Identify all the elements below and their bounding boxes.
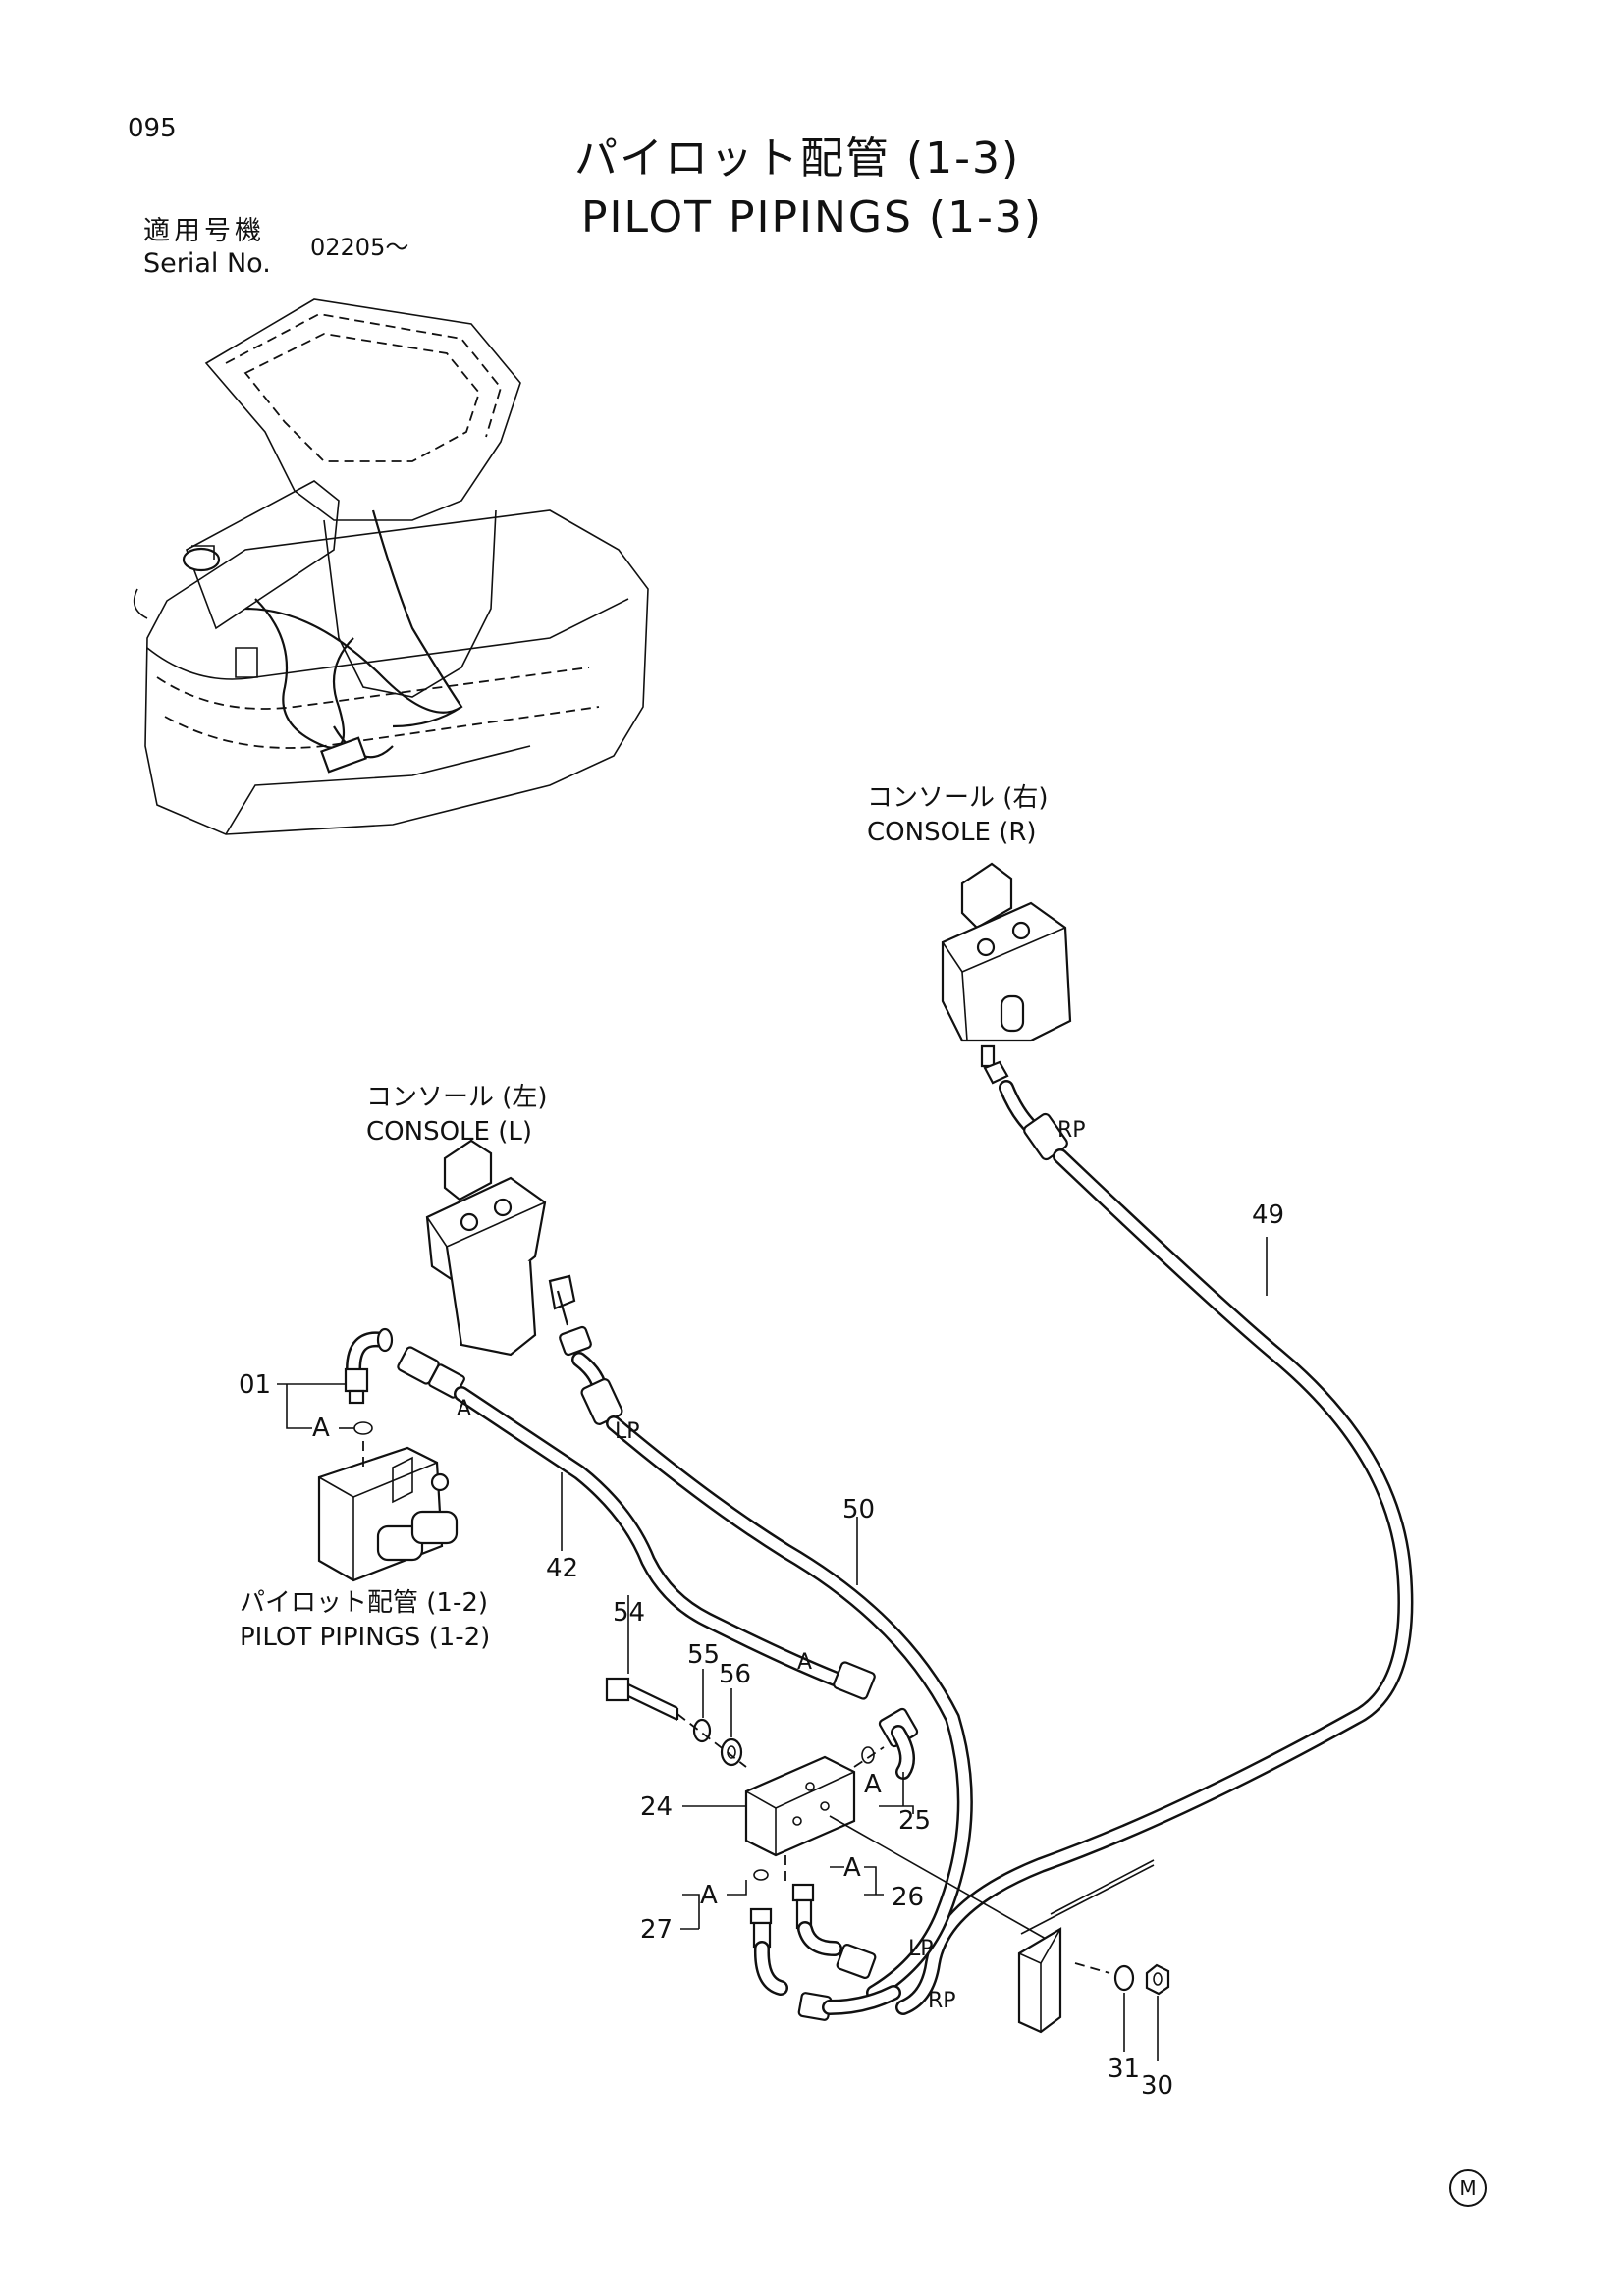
fitting-25: [853, 1707, 919, 1780]
hose-ends-lower: [797, 1943, 901, 2021]
port-a-fitting-01: A: [312, 1414, 330, 1443]
port-a-hose-42-end: A: [797, 1650, 813, 1675]
serial-value: 02205～: [310, 234, 409, 261]
bolt-54: [605, 1677, 679, 1721]
console-left: [425, 1139, 576, 1357]
fitting-26: [791, 1883, 842, 1956]
hose-50: [556, 1290, 973, 2001]
page-title-jp: パイロット配管 (1-3): [574, 133, 1021, 184]
part-number-24: 24: [640, 1792, 674, 1822]
nut-axis: [1074, 1962, 1110, 1974]
page-number: 095: [128, 114, 177, 143]
bolt-axis: [676, 1713, 747, 1768]
console-r-label-jp: コンソール (右): [867, 783, 1049, 813]
part-number-30: 30: [1141, 2071, 1174, 2101]
port-lp-upper: LP: [615, 1419, 640, 1444]
part-number-26: 26: [892, 1883, 925, 1912]
part-number-50: 50: [842, 1495, 876, 1524]
part-number-54: 54: [613, 1598, 646, 1628]
fitting-27: [749, 1855, 788, 1996]
port-rp-upper: RP: [1057, 1118, 1086, 1143]
part-number-56: 56: [719, 1660, 752, 1689]
port-rp-lower: RP: [928, 1989, 956, 2013]
console-l-label-jp: コンソール (左): [366, 1083, 548, 1112]
console-l-label-en: CONSOLE (L): [366, 1117, 532, 1147]
part-number-42: 42: [546, 1554, 579, 1583]
port-a-fitting-25: A: [864, 1770, 882, 1799]
manufacturer-mark: M: [1449, 2169, 1487, 2207]
part-number-31: 31: [1108, 2055, 1141, 2084]
hose-42: [397, 1346, 876, 1700]
valve-block-1-2: [317, 1441, 459, 1582]
nut-30: [1145, 1963, 1170, 1996]
cab-overview: [133, 298, 649, 835]
part-number-01: 01: [239, 1370, 272, 1400]
bracket: [1017, 1859, 1155, 2034]
ref-label-en: PILOT PIPINGS (1-2): [240, 1623, 491, 1652]
port-lp-lower: LP: [908, 1937, 934, 1961]
console-r-label-en: CONSOLE (R): [867, 818, 1037, 847]
serial-label-jp: 適用号機: [143, 216, 265, 246]
port-a-fitting-27: A: [700, 1881, 718, 1910]
port-a-fitting-26: A: [843, 1853, 861, 1883]
junction-block-24: [744, 1755, 1047, 1940]
part-number-49: 49: [1252, 1201, 1285, 1230]
part-number-27: 27: [640, 1915, 674, 1945]
part-number-55: 55: [687, 1640, 721, 1670]
part-number-25: 25: [898, 1806, 932, 1836]
washer-56: [720, 1737, 743, 1767]
leader-lines: [277, 1237, 1268, 2061]
elbow-01: [344, 1327, 394, 1435]
page-title-en: PILOT PIPINGS (1-3): [581, 192, 1044, 242]
port-a-hose-42-top: A: [457, 1397, 472, 1421]
washer-31: [1113, 1964, 1135, 1992]
hose-49: [895, 1060, 1414, 2015]
ref-label-jp: パイロット配管 (1-2): [240, 1588, 489, 1618]
console-right: [941, 862, 1072, 1081]
serial-label-en: Serial No.: [143, 248, 271, 279]
